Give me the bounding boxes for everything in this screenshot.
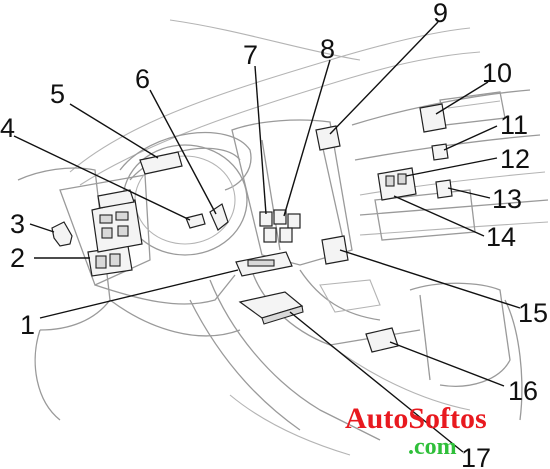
callout-1: 1: [20, 310, 35, 340]
callout-10: 10: [482, 58, 512, 88]
part-main-fuse-block: [91, 189, 143, 253]
callout-7: 7: [243, 40, 258, 70]
watermark-line2: .com: [408, 434, 457, 460]
part-13-relay: [435, 179, 453, 199]
callout-3: 3: [10, 209, 25, 239]
part-12-relay-block: [377, 167, 417, 201]
callout-5: 5: [50, 79, 65, 109]
part-1-ecu: [235, 251, 293, 277]
callout-17: 17: [461, 443, 491, 469]
part-4-connector: [185, 213, 206, 229]
callout-2: 2: [10, 243, 25, 273]
part-16-relay: [365, 327, 399, 353]
part-9-relay: [315, 125, 341, 151]
part-10-relay: [419, 103, 447, 133]
part-7-8-relay-cluster: [259, 209, 301, 243]
callout-6: 6: [135, 64, 150, 94]
leader-lines: [13, 21, 521, 453]
callout-11: 11: [500, 110, 528, 140]
watermark-line1: AutoSoftos: [345, 402, 487, 435]
components: [51, 103, 453, 353]
callout-9: 9: [433, 0, 448, 28]
callout-13: 13: [492, 184, 522, 214]
callout-14: 14: [486, 222, 516, 252]
part-17-module: [238, 291, 304, 325]
part-15-module: [321, 235, 349, 265]
part-11-relay: [431, 143, 449, 161]
callout-12: 12: [500, 144, 530, 174]
watermark: AutoSoftos .com: [345, 402, 487, 460]
part-5-module: [139, 151, 183, 175]
callout-15: 15: [518, 298, 548, 328]
callout-4: 4: [0, 113, 15, 143]
part-2-junction-block: [87, 245, 133, 277]
part-3-relay: [51, 221, 73, 247]
callout-8: 8: [320, 34, 335, 64]
callout-16: 16: [508, 376, 538, 406]
